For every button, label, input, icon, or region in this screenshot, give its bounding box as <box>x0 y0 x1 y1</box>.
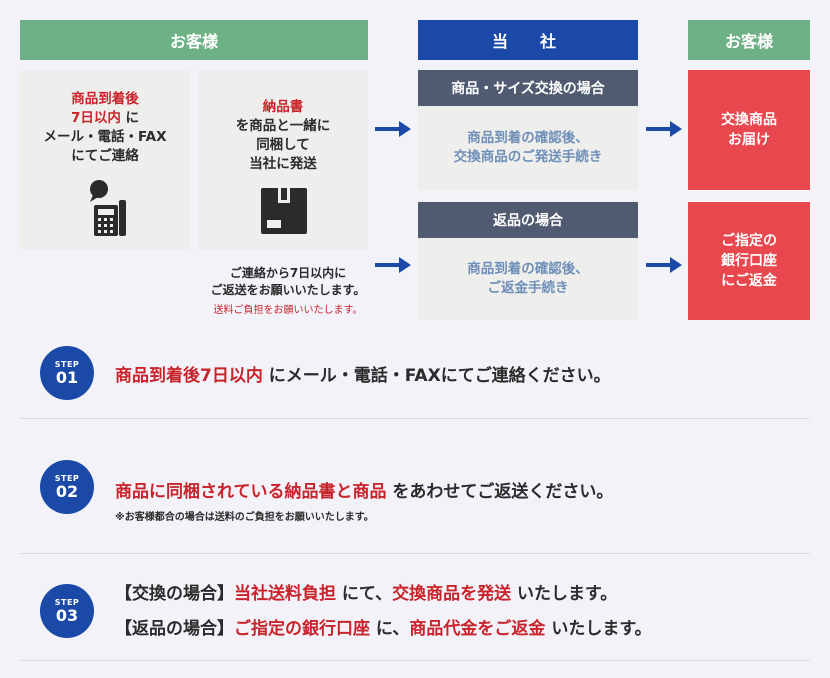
invoice-line4: 当社に発送 <box>249 156 317 172</box>
step-03-l1-c: にて、 <box>336 584 393 604</box>
step-label: STEP <box>54 597 80 607</box>
return-note-line2: ご返送をお願いいたします。 <box>210 283 366 297</box>
step-03-l1-e: いたします。 <box>511 584 618 604</box>
result-exchange: 交換商品 お届け <box>688 70 810 190</box>
exchange-line2: 交換商品のご発送手続き <box>453 149 603 165</box>
step-03-line1: 【交換の場合】当社送料負担 にて、交換商品を発送 いたします。 <box>115 579 617 604</box>
header-label: お客様 <box>169 32 218 51</box>
header-label: お客様 <box>724 32 773 51</box>
step-01-highlight: 商品到着後7日以内 <box>115 366 263 386</box>
result-exchange-line2: お届け <box>728 132 770 148</box>
step-03-l2-b: ご指定の銀行口座 <box>234 619 370 639</box>
step-02-badge: STEP 02 <box>40 460 94 514</box>
step-03-l2-d: 商品代金をご返金 <box>409 619 546 639</box>
exchange-line1: 商品到着の確認後、 <box>467 130 589 146</box>
step-03-line2: 【返品の場合】ご指定の銀行口座 に、商品代金をご返金 いたします。 <box>115 614 652 639</box>
step-01-badge: STEP 01 <box>40 346 94 400</box>
header-label: 当 社 <box>491 32 564 51</box>
arrow-right-icon <box>375 121 411 137</box>
contact-line2a: 7日以内 <box>70 110 121 126</box>
step-02-body: をあわせてご返送ください。 <box>386 482 614 502</box>
exchange-title-label: 商品・サイズ交換の場合 <box>451 81 605 97</box>
result-refund-line1: ご指定の <box>721 233 777 249</box>
step-label: STEP <box>54 473 80 483</box>
step-02-note: ※お客様都合の場合は送料のご負担をお願いいたします。 <box>115 512 374 523</box>
contact-line2b: に <box>120 110 140 126</box>
step-number: 01 <box>55 367 79 387</box>
refund-line1: 商品到着の確認後、 <box>467 261 589 277</box>
result-refund-line3: にご返金 <box>721 273 777 289</box>
box-package-icon <box>261 188 307 234</box>
step-number: 02 <box>55 481 79 501</box>
result-refund-line2: 銀行口座 <box>721 253 777 269</box>
invoice-line2: を商品と一緒に <box>235 118 331 134</box>
step-03-l1-d: 交換商品を発送 <box>392 584 512 604</box>
refund-line2: ご返金手続き <box>487 280 569 296</box>
result-exchange-line1: 交換商品 <box>721 112 777 128</box>
invoice-line1: 納品書 <box>262 99 304 115</box>
step-03-l2-e: いたします。 <box>545 619 652 639</box>
step-03-l2-a: 【返品の場合】 <box>115 619 234 639</box>
step-01-text: 商品到着後7日以内 にメール・電話・FAXにてご連絡ください。 <box>115 361 611 386</box>
header-customer-right: お客様 <box>688 20 810 60</box>
return-note-line1: ご連絡から7日以内に <box>229 266 347 280</box>
contact-line1: 商品到着後 <box>71 91 139 107</box>
invoice-line3: 同梱して <box>256 137 310 153</box>
refund-body: 商品到着の確認後、 ご返金手続き <box>418 238 638 320</box>
step-01-body: にメール・電話・FAXにてご連絡ください。 <box>262 366 611 386</box>
exchange-body: 商品到着の確認後、 交換商品のご発送手続き <box>418 106 638 190</box>
arrow-right-icon <box>375 257 411 273</box>
contact-line4: にてご連絡 <box>71 148 139 164</box>
step-03-l2-c: に、 <box>370 619 410 639</box>
phone-fax-icon <box>90 180 126 236</box>
header-company: 当 社 <box>418 20 638 60</box>
return-note: ご連絡から7日以内に ご返送をお願いいたします。 送料ご負担をお願いいたします。 <box>168 265 408 320</box>
arrow-right-icon <box>646 121 682 137</box>
step-label: STEP <box>54 359 80 369</box>
step-03-l1-b: 当社送料負担 <box>234 584 336 604</box>
header-customer-left: お客様 <box>20 20 368 60</box>
refund-title: 返品の場合 <box>418 202 638 238</box>
step-03-badge: STEP 03 <box>40 584 94 638</box>
exchange-title: 商品・サイズ交換の場合 <box>418 70 638 106</box>
invoice-box: 納品書 を商品と一緒に 同梱して 当社に発送 <box>198 70 368 250</box>
refund-title-label: 返品の場合 <box>493 213 563 229</box>
step-number: 03 <box>55 605 79 625</box>
step-02-highlight: 商品に同梱されている納品書と商品 <box>115 482 387 502</box>
step-03-l1-a: 【交換の場合】 <box>115 584 234 604</box>
return-note-line3: 送料ご負担をお願いいたします。 <box>213 305 363 316</box>
result-refund: ご指定の 銀行口座 にご返金 <box>688 202 810 320</box>
contact-line3: メール・電話・FAX <box>43 129 167 145</box>
arrow-right-icon <box>646 257 682 273</box>
divider <box>20 660 810 661</box>
step-02-text: 商品に同梱されている納品書と商品 をあわせてご返送ください。 <box>115 477 613 502</box>
divider <box>20 418 810 419</box>
contact-box: 商品到着後 7日以内 に メール・電話・FAX にてご連絡 <box>20 70 190 250</box>
divider <box>20 553 810 554</box>
